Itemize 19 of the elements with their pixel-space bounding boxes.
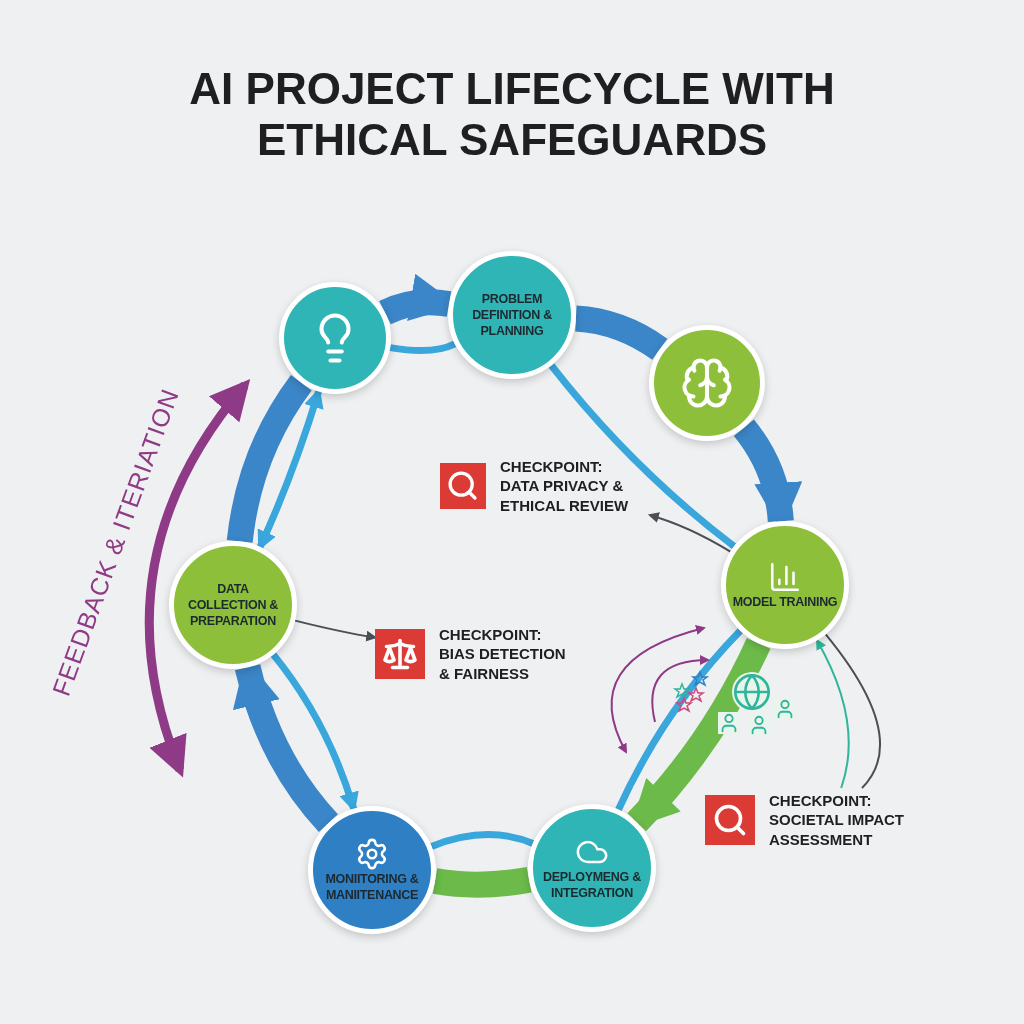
stage-circle	[721, 521, 849, 649]
checkpoint-label: CHECKPOINT: BIAS DETECTION & FAIRNESS	[439, 624, 567, 684]
stage-label: DATA COLLECTION & PREPARATION	[186, 580, 280, 630]
stage-circle	[448, 251, 576, 379]
stage-label: DEPLOYMENG & INTEGRATION	[542, 868, 642, 902]
arrow	[647, 512, 732, 553]
stage-circle	[528, 804, 656, 932]
stage-label: PROBLEM DEFINITION & PLANNING	[471, 290, 553, 340]
title: AI PROJECT LIFECYCLE WITH ETHICAL SAFEGUARDS	[188, 64, 836, 166]
stage-circle	[308, 806, 436, 934]
checkpoint-label: CHECKPOINT: SOCIETAL IMPACT ASSESSMENT	[769, 790, 905, 850]
cycle-arrow	[627, 637, 771, 832]
stage-label: MODEL TRAINING	[731, 593, 839, 611]
stage-circle	[169, 541, 297, 669]
icon-circle	[279, 282, 391, 394]
checkpoint-label: CHECKPOINT: DATA PRIVACY & ETHICAL REVIEW	[500, 456, 630, 516]
stage-label: MONIITORING & MANIITENANCE	[324, 870, 420, 904]
arrow	[815, 638, 850, 789]
icon-circle	[649, 325, 765, 441]
